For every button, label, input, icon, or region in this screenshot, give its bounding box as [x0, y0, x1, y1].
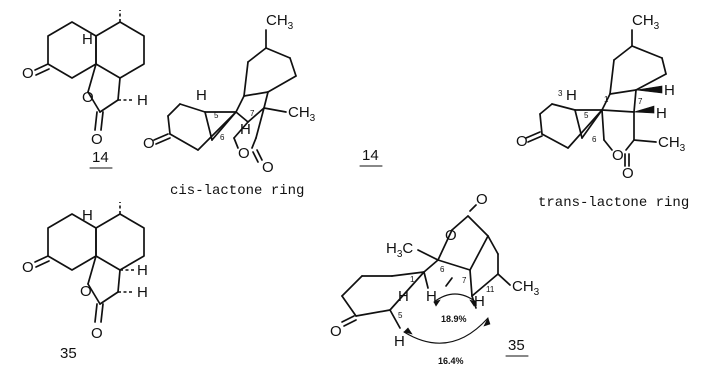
- oxygen-atom: O: [330, 323, 342, 340]
- h-atom: H: [240, 121, 251, 138]
- h-atom: H: [664, 82, 675, 99]
- atom-number: 6: [220, 133, 225, 142]
- methyl-group: CH3: [658, 134, 686, 154]
- atom-number: 7: [462, 276, 467, 285]
- atom-number: 5: [214, 111, 219, 120]
- atom-number: 7: [250, 109, 255, 118]
- oxygen-atom: O: [22, 65, 34, 82]
- caption-trans-lactone: trans-lactone ring: [538, 195, 689, 211]
- methyl-group: H3C: [386, 240, 413, 260]
- atom-number: 5: [398, 311, 403, 320]
- oxygen-atom: O: [612, 147, 624, 164]
- h-atom: H: [196, 87, 207, 104]
- compound-label-35: 35: [60, 345, 77, 362]
- structure-35-3d: O O O H3C CH3 H H H H 1 5 6 7 11 18.9% 1…: [330, 191, 540, 365]
- structure-14-cis-lactone: CH3 H H O O O CH3 5 6 7 cis-lactone ring…: [143, 12, 383, 199]
- atom-number: 5: [584, 111, 589, 120]
- h-atom: H: [566, 87, 577, 104]
- atom-number: 6: [592, 135, 597, 144]
- compound-label-14: 14: [92, 149, 109, 166]
- methyl-group: CH3: [266, 12, 294, 32]
- h-atom: H: [137, 284, 148, 301]
- oxygen-atom: O: [516, 133, 528, 150]
- oxygen-atom: O: [238, 145, 250, 162]
- atom-number: 7: [638, 97, 643, 106]
- methyl-group: CH3: [512, 278, 540, 298]
- structure-35-flat: H O O O H H 35: [22, 202, 148, 362]
- h-atom: H: [82, 31, 93, 48]
- h-atom: H: [426, 288, 437, 305]
- h-atom: H: [137, 262, 148, 279]
- structure-14-trans-lactone: CH3 H H H O O O CH3 1 3 5 6 7 trans-lact…: [516, 12, 689, 211]
- methyl-group: CH3: [632, 12, 660, 32]
- h-atom: H: [474, 293, 485, 310]
- atom-number: 6: [440, 265, 445, 274]
- oxygen-atom: O: [91, 325, 103, 342]
- oxygen-atom: O: [82, 89, 94, 106]
- compound-label-14: 14: [362, 147, 379, 164]
- structure-14-flat: H O O O H 14: [22, 10, 148, 169]
- oxygen-atom: O: [143, 135, 155, 152]
- noe-value: 18.9%: [441, 314, 467, 324]
- atom-number: 3: [558, 89, 563, 98]
- caption-cis-lactone: cis-lactone ring: [170, 183, 304, 199]
- compound-label-35: 35: [508, 337, 525, 354]
- atom-number: 1: [604, 95, 609, 104]
- oxygen-atom: O: [91, 131, 103, 148]
- h-atom: H: [137, 92, 148, 109]
- oxygen-atom: O: [476, 191, 488, 208]
- oxygen-atom: O: [262, 159, 274, 176]
- atom-number: 1: [410, 275, 415, 284]
- oxygen-atom: O: [622, 165, 634, 182]
- h-atom: H: [82, 207, 93, 224]
- noe-value: 16.4%: [438, 356, 464, 365]
- oxygen-atom: O: [22, 259, 34, 276]
- oxygen-atom: O: [445, 227, 457, 244]
- h-atom: H: [656, 105, 667, 122]
- h-atom: H: [398, 288, 409, 305]
- methyl-group: CH3: [288, 104, 316, 124]
- atom-number: 11: [486, 285, 495, 294]
- h-atom: H: [394, 333, 405, 350]
- oxygen-atom: O: [80, 283, 92, 300]
